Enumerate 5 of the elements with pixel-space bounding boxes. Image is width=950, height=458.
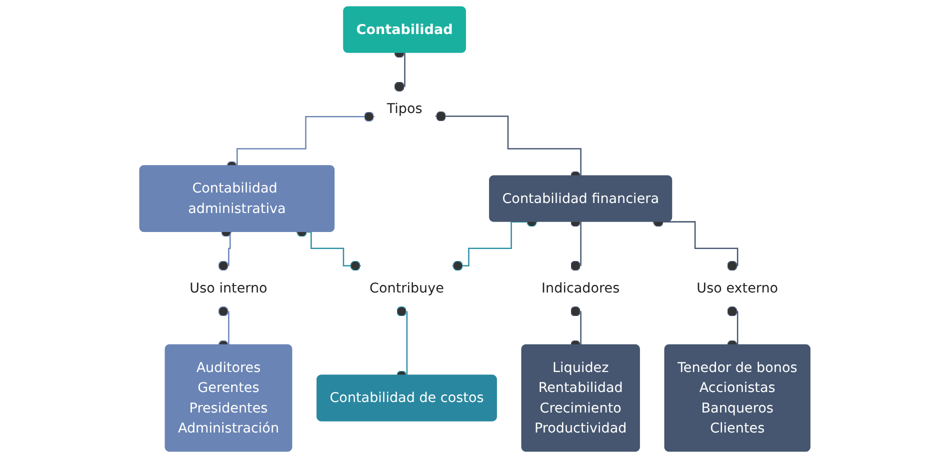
node-text: Tipos <box>386 100 422 117</box>
node-text: Uso externo <box>696 280 778 296</box>
node-text: Indicadores <box>542 280 620 296</box>
node-text: Uso interno <box>190 280 268 296</box>
node-text: Contribuye <box>370 280 444 296</box>
